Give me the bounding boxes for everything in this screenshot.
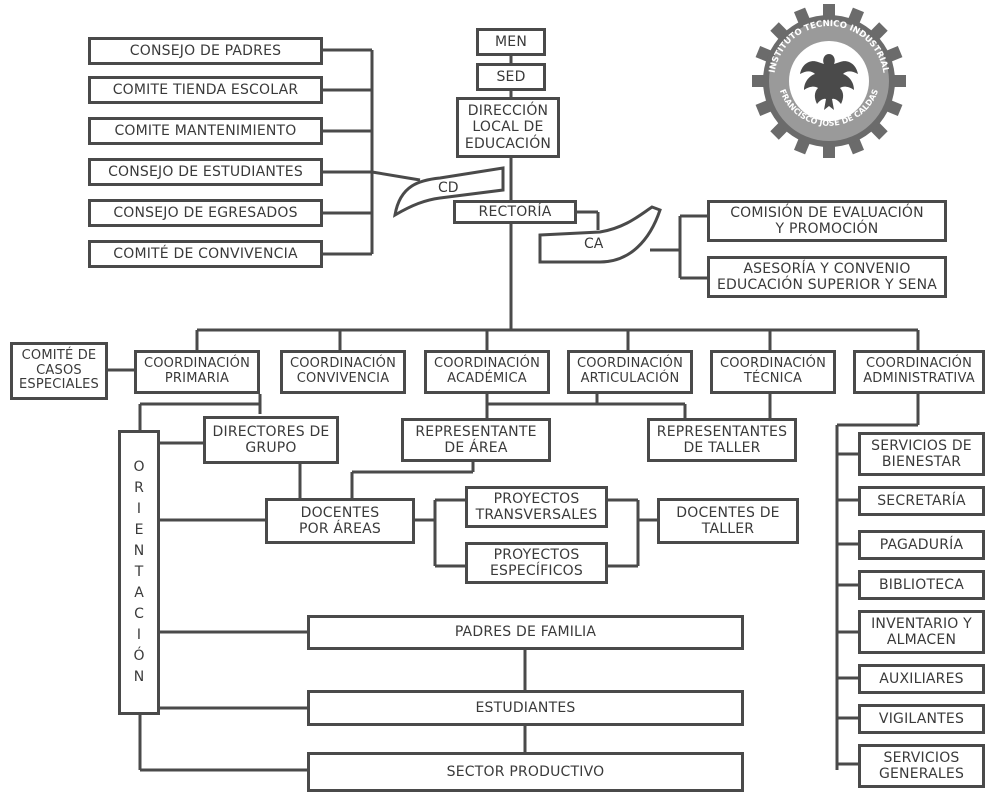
orientacion-letter: C [134, 606, 144, 622]
orientacion-letter: T [134, 564, 144, 580]
directores-grupo-box: DIRECTORES DE GRUPO [203, 416, 339, 464]
proyectos-especificos-box: PROYECTOS ESPECÍFICOS [465, 542, 608, 584]
orientacion-letter: O [133, 459, 145, 475]
representante-area-box: REPRESENTANTE DE ÁREA [401, 418, 551, 462]
admin-service-box: SECRETARÍA [858, 486, 985, 516]
estudiantes-box: ESTUDIANTES [307, 690, 744, 726]
coordinacion-box: COORDINACIÓN PRIMARIA [134, 350, 260, 394]
committee-box: CONSEJO DE ESTUDIANTES [88, 158, 323, 186]
coordinacion-box: COORDINACIÓN TÉCNICA [710, 350, 836, 394]
orientacion-letter: E [134, 522, 144, 538]
coordinacion-box: COORDINACIÓN ACADÉMICA [424, 350, 550, 394]
orientacion-letter: I [136, 501, 142, 517]
orientacion-letter: N [133, 669, 145, 685]
committee-box: COMITÉ DE CONVIVENCIA [88, 240, 323, 268]
orientacion-letter: R [134, 480, 144, 496]
men-box: MEN [476, 28, 546, 56]
proyectos-transversales-box: PROYECTOS TRANSVERSALES [465, 486, 608, 528]
ca-label: CA [584, 236, 604, 252]
coordinacion-box: COORDINACIÓN ARTICULACIÓN [567, 350, 693, 394]
admin-service-box: SERVICIOS DE BIENESTAR [858, 432, 985, 476]
rectoria-box: RECTORÍA [453, 200, 577, 224]
orientacion-letter: N [133, 543, 145, 559]
coordinacion-box: COORDINACIÓN CONVIVENCIA [280, 350, 406, 394]
orientacion-box: O R I E N T A C I Ó N [118, 430, 160, 715]
direccion-local-box: DIRECCIÓN LOCAL DE EDUCACIÓN [456, 97, 560, 158]
orientacion-letter: A [134, 585, 144, 601]
cd-label: CD [438, 180, 459, 196]
padres-familia-box: PADRES DE FAMILIA [307, 615, 744, 650]
committee-box: COMITE MANTENIMIENTO [88, 117, 323, 145]
eagle-emblem [800, 54, 858, 110]
docentes-taller-box: DOCENTES DE TALLER [657, 498, 799, 544]
cd-shape [392, 166, 505, 218]
sector-productivo-box: SECTOR PRODUCTIVO [307, 752, 744, 792]
committee-box: COMITE TIENDA ESCOLAR [88, 76, 323, 104]
admin-service-box: INVENTARIO Y ALMACEN [858, 610, 985, 654]
admin-service-box: PAGADURÍA [858, 530, 985, 560]
admin-service-box: VIGILANTES [858, 704, 985, 734]
comite-casos-especiales-box: COMITÉ DE CASOS ESPECIALES [10, 342, 108, 400]
admin-service-box: AUXILIARES [858, 664, 985, 694]
comision-evaluacion-box: COMISIÓN DE EVALUACIÓN Y PROMOCIÓN [707, 200, 947, 242]
admin-service-box: SERVICIOS GENERALES [858, 744, 985, 788]
institute-seal-logo: INSTITUTO TECNICO INDUSTRIAL FRANCISCO J… [752, 4, 906, 158]
committee-box: CONSEJO DE EGRESADOS [88, 199, 323, 227]
representantes-taller-box: REPRESENTANTES DE TALLER [647, 418, 797, 462]
docentes-por-areas-box: DOCENTES POR ÁREAS [265, 498, 415, 544]
ca-shape [538, 205, 662, 264]
orientacion-letter: I [136, 627, 142, 643]
committee-box: CONSEJO DE PADRES [88, 37, 323, 65]
coordinacion-box: COORDINACIÓN ADMINISTRATIVA [853, 350, 985, 394]
orientacion-letter: Ó [133, 648, 145, 664]
sed-box: SED [476, 63, 546, 91]
admin-service-box: BIBLIOTECA [858, 570, 985, 600]
asesoria-convenio-box: ASESORÍA Y CONVENIO EDUCACIÓN SUPERIOR Y… [707, 256, 947, 298]
